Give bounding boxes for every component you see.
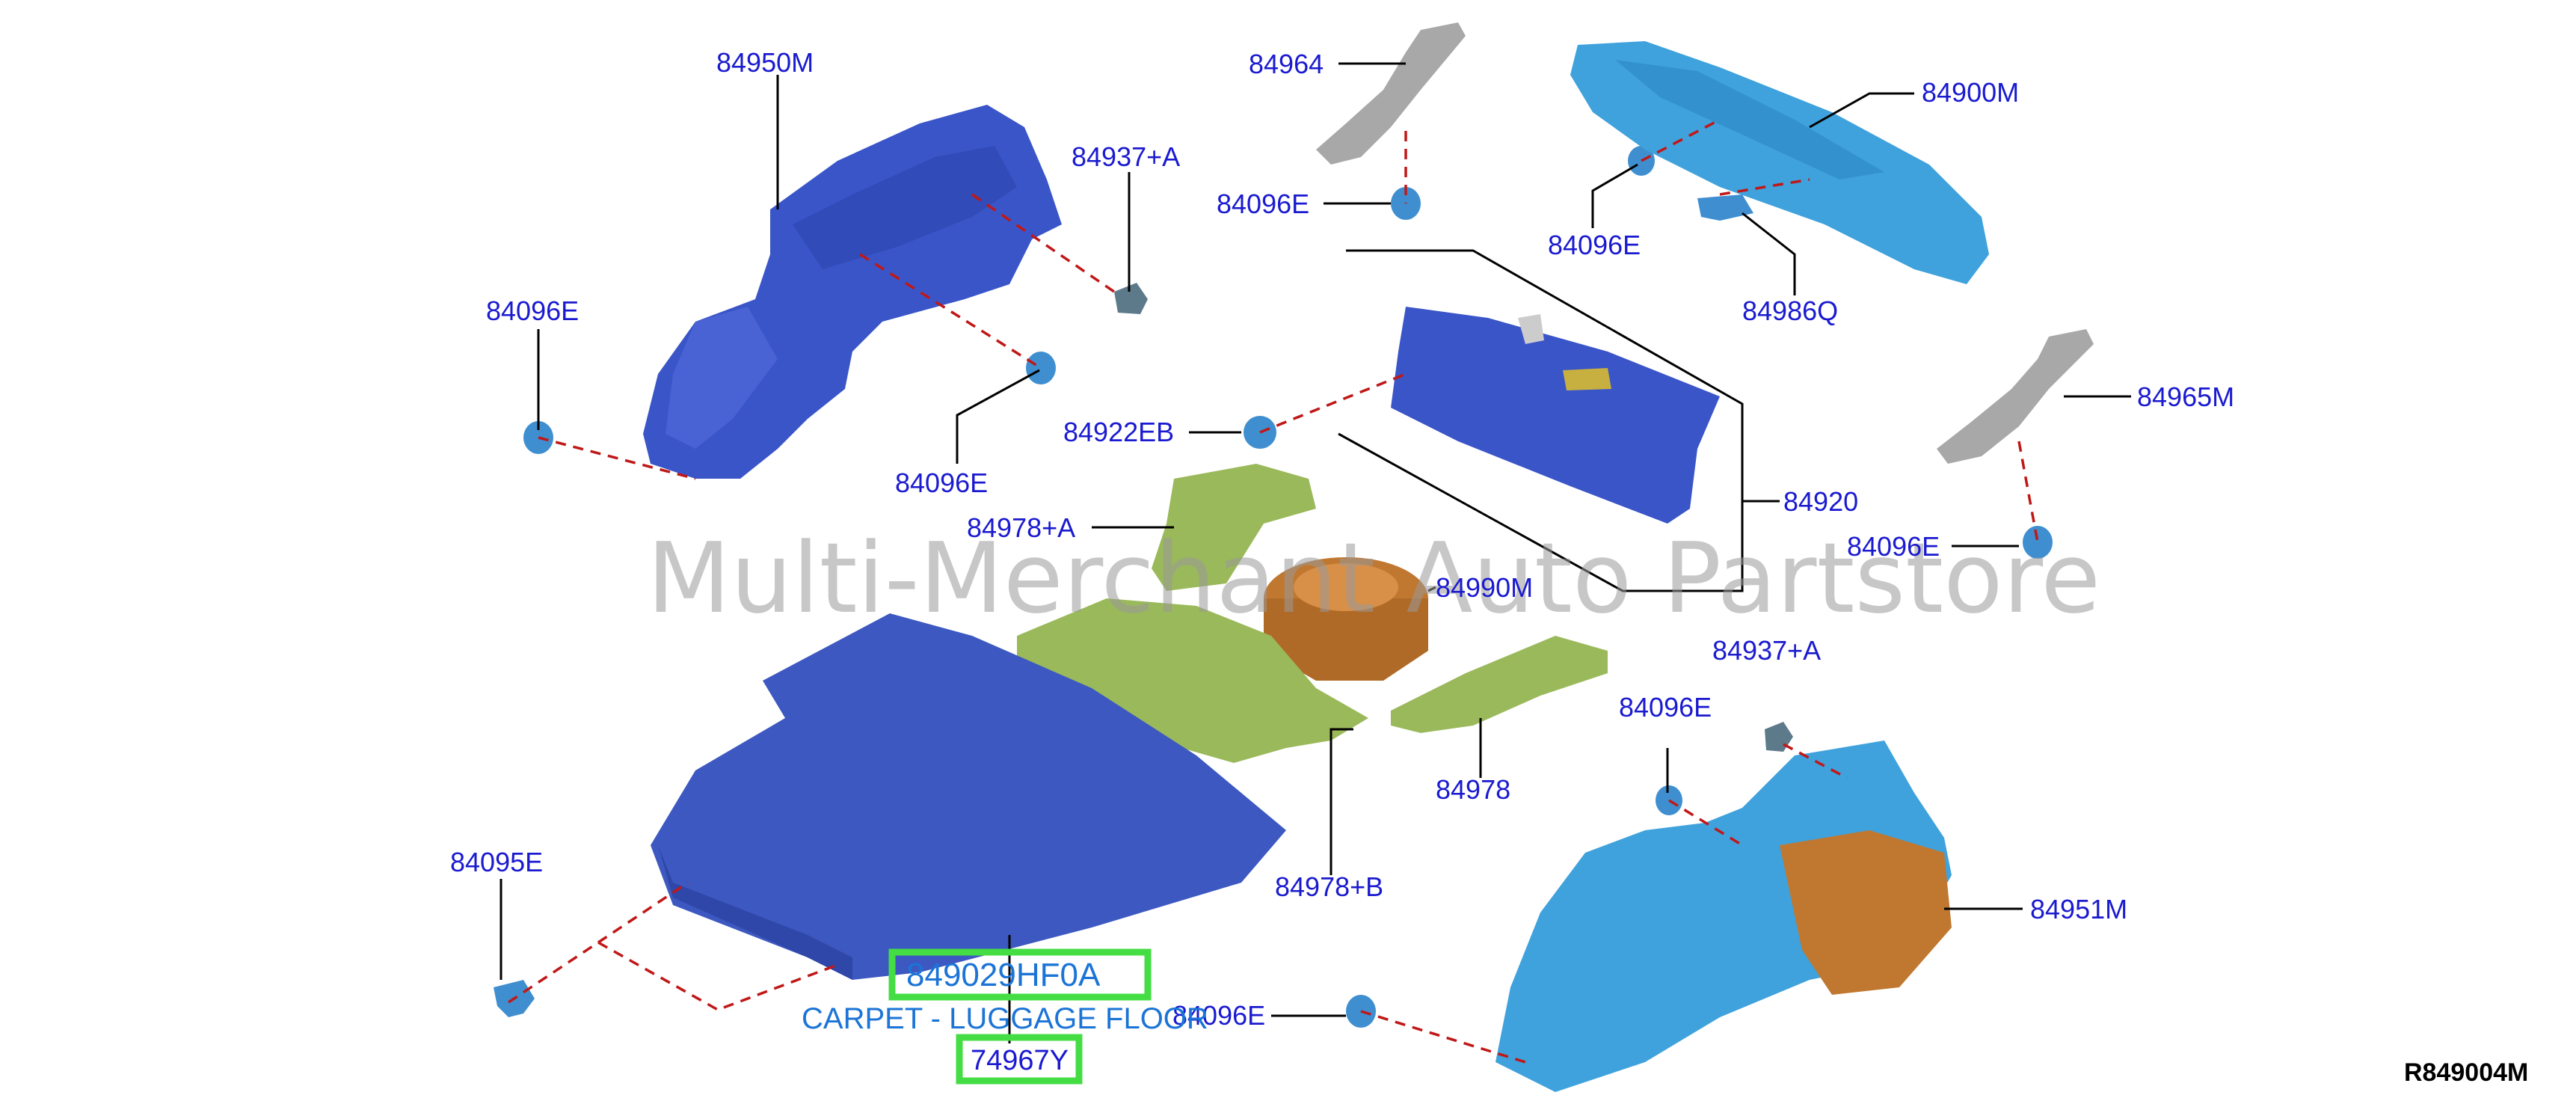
label-84937A-right[interactable]: 84937+A	[1712, 635, 1821, 666]
label-84978A[interactable]: 84978+A	[967, 512, 1075, 543]
label-84950M[interactable]: 84950M	[716, 47, 814, 78]
label-84922EB[interactable]: 84922EB	[1063, 417, 1174, 447]
label-84096E-mid-left[interactable]: 84096E	[895, 467, 988, 498]
watermark: Multi-Merchant Auto Partstore	[647, 521, 2100, 635]
label-84096E-left[interactable]: 84096E	[486, 295, 579, 326]
part-84965M-bracket[interactable]	[1937, 329, 2094, 464]
label-84096E-bottom[interactable]: 84096E	[1172, 1000, 1265, 1031]
highlight-description: CARPET - LUGGAGE FLOOR	[802, 1002, 1208, 1035]
highlight-part-number-box	[888, 948, 1152, 1001]
dashed-connectors	[508, 118, 2039, 1064]
part-84951M-trim[interactable]	[1496, 740, 1952, 1092]
label-84951M[interactable]: 84951M	[2030, 894, 2127, 925]
part-84900M-panel[interactable]	[1570, 41, 1989, 284]
part-luggage-floor-carpet[interactable]	[651, 613, 1286, 980]
part-84978-board[interactable]	[1391, 636, 1608, 733]
highlight-sub-part[interactable]: 74967Y	[971, 1045, 1069, 1076]
part-84920-finisher[interactable]	[1391, 307, 1720, 524]
label-84920[interactable]: 84920	[1783, 486, 1858, 517]
label-84986Q[interactable]: 84986Q	[1742, 295, 1838, 326]
label-84096E-top-right[interactable]: 84096E	[1548, 230, 1641, 260]
label-84096E-top-mid[interactable]: 84096E	[1217, 188, 1309, 219]
label-84937A-top[interactable]: 84937+A	[1072, 141, 1180, 172]
highlight-sub-part-box	[956, 1034, 1083, 1085]
label-84964[interactable]: 84964	[1249, 49, 1324, 79]
label-84096E-right[interactable]: 84096E	[1847, 531, 1940, 562]
highlight-part-number[interactable]: 849029HF0A	[906, 957, 1101, 993]
highlight-callout[interactable]: 849029HF0A CARPET - LUGGAGE FLOOR 74967Y	[802, 948, 1208, 1085]
label-84990M[interactable]: 84990M	[1436, 572, 1533, 603]
part-84950M-trim[interactable]	[643, 105, 1062, 479]
label-84978[interactable]: 84978	[1436, 774, 1510, 805]
label-84978B[interactable]: 84978+B	[1275, 871, 1383, 902]
part-84986Q[interactable]	[1697, 194, 1753, 221]
label-84900M[interactable]: 84900M	[1922, 77, 2019, 108]
label-84095E[interactable]: 84095E	[450, 847, 543, 877]
label-84096E-lower-right[interactable]: 84096E	[1619, 692, 1712, 723]
label-84965M[interactable]: 84965M	[2137, 381, 2234, 412]
part-84964-bracket[interactable]	[1316, 22, 1466, 165]
part-84978A-board[interactable]	[1152, 464, 1316, 591]
diagram-reference-code: R849004M	[2404, 1058, 2528, 1087]
part-84990M-holder[interactable]	[1264, 557, 1428, 681]
part-84937A-clip-top[interactable]	[1114, 283, 1148, 314]
